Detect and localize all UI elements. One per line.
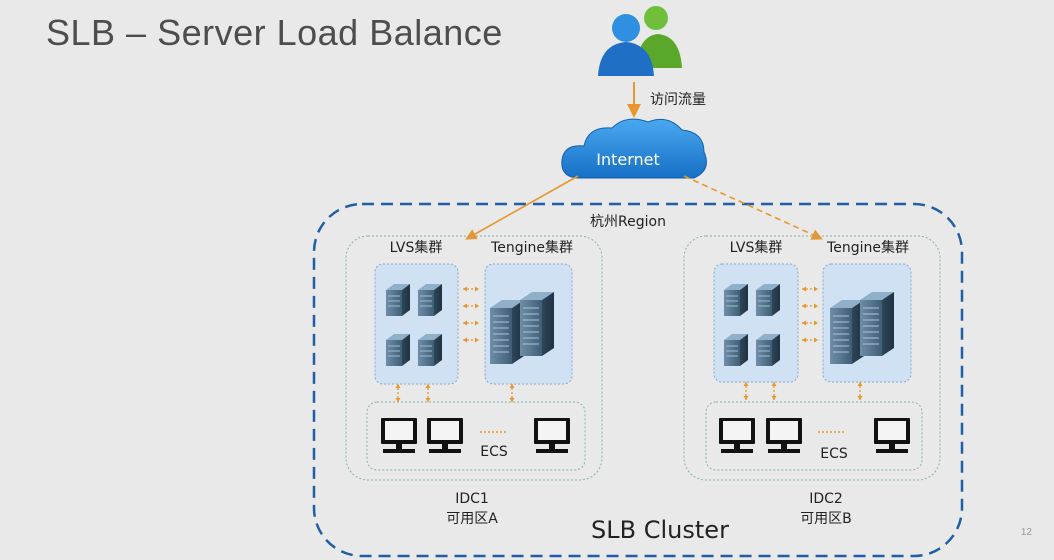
idc1-ecs-label: ECS	[480, 444, 508, 460]
users-icon	[598, 6, 682, 76]
slide-title: SLB – Server Load Balance	[46, 12, 503, 53]
idc2-zone: 可用区B	[800, 511, 852, 527]
idc2-ecs-panel	[705, 401, 923, 471]
region-label: 杭州Region	[590, 214, 666, 230]
link-internet-idc1	[465, 175, 579, 240]
idc2-group	[683, 235, 941, 481]
internet-cloud-icon	[561, 118, 707, 179]
idc2-name: IDC2	[809, 491, 843, 507]
idc1-lvs-label: LVS集群	[390, 239, 443, 256]
idc2-tengine-label: Tengine集群	[826, 239, 909, 256]
link-internet-idc2	[683, 175, 823, 240]
internet-label: Internet	[596, 150, 660, 169]
traffic-label: 访问流量	[650, 92, 706, 108]
idc2-ecs-label: ECS	[820, 446, 848, 462]
idc2-boundary	[683, 235, 941, 481]
cluster-label: SLB Cluster	[591, 516, 729, 544]
idc1-tengine-label: Tengine集群	[490, 239, 573, 256]
idc1-ecs-panel	[366, 401, 586, 471]
idc2-lvs-label: LVS集群	[730, 239, 783, 256]
idc1-name: IDC1	[455, 491, 489, 507]
idc1-group	[345, 235, 603, 481]
region-boundary	[312, 202, 964, 558]
idc1-boundary	[345, 235, 603, 481]
page-number: 12	[1020, 527, 1032, 538]
idc1-zone: 可用区A	[446, 511, 498, 527]
